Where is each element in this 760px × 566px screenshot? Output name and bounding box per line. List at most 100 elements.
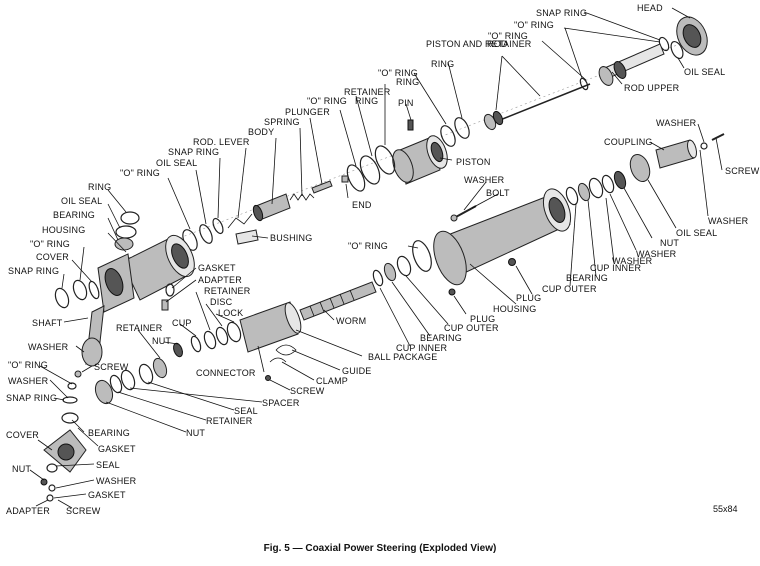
label-ring-1: RING (431, 59, 454, 69)
part-labels: HEAD SNAP RING "O" RING "O" RING OIL SEA… (6, 3, 760, 516)
label-pin: PIN (398, 98, 414, 108)
oil-seal-top-part (670, 40, 684, 60)
label-retainer-ring: RETAINER (344, 87, 391, 97)
bearing-2-part (383, 262, 397, 282)
label-washer-b: WASHER (96, 476, 137, 486)
cup-outer-2-part (396, 255, 412, 277)
cover-b-part (43, 429, 87, 473)
label-o-ring-r: "O" RING (348, 241, 388, 251)
label-washer-2: WASHER (8, 376, 49, 386)
ring-left-part (120, 211, 140, 225)
washer-1-part (74, 370, 82, 378)
leader-lines (29, 7, 723, 509)
body-part (252, 193, 291, 222)
label-nut-r: NUT (660, 238, 679, 248)
label-nut-2: NUT (186, 428, 205, 438)
label-ball-package: BALL PACKAGE (368, 352, 437, 362)
oil-seal-r-part (629, 153, 651, 183)
label-nut-b: NUT (12, 464, 31, 474)
label-bearing-b: BEARING (88, 428, 130, 438)
housing-left-part (97, 234, 195, 313)
label-bearing-2: BEARING (420, 333, 462, 343)
cover-left-part (88, 280, 100, 300)
label-housing-left: HOUSING (42, 225, 85, 235)
label-spring: SPRING (264, 117, 300, 127)
gasket-b2-part (46, 494, 54, 502)
retainer-3-part (152, 357, 168, 379)
snap-ring-left-part (54, 287, 70, 309)
label-plug-2: PLUG (470, 314, 495, 324)
rod-part (499, 83, 591, 121)
label-o-ring-3: "O" RING (307, 96, 347, 106)
snap-ring-3-part (62, 396, 78, 404)
housing-right-part (433, 188, 572, 286)
label-cup-1: CUP (172, 318, 192, 328)
label-cover-b: COVER (6, 430, 39, 440)
bearing-r-part (577, 182, 591, 202)
label-washer-r: WASHER (708, 216, 749, 226)
label-o-ring-rod: "O" RING (488, 31, 528, 41)
plug-2-part (448, 288, 456, 296)
label-rod-lever: ROD. LEVER (193, 137, 250, 147)
washer-2-part (67, 382, 77, 390)
label-screw-1: SCREW (94, 362, 129, 372)
label-plunger: PLUNGER (285, 107, 330, 117)
label-seal-1: SEAL (234, 406, 258, 416)
piston-part (392, 135, 448, 185)
label-body: BODY (248, 127, 274, 137)
screw-top-part (711, 133, 725, 141)
label-snap-ring-left: SNAP RING (8, 266, 59, 276)
bushing-part (235, 229, 259, 245)
label-washer-r2: WASHER (636, 249, 677, 259)
o-ring-left-part (72, 279, 88, 301)
o-ring-top-part (579, 77, 589, 91)
label-cover-left: COVER (36, 252, 69, 262)
label-coupling: COUPLING (604, 137, 653, 147)
retainer-2-part (203, 330, 217, 350)
label-worm: WORM (336, 316, 366, 326)
label-screw-2: SCREW (290, 386, 325, 396)
label-screw-top: SCREW (725, 166, 760, 176)
label-piston-and-retainer: PISTON AND RETAINER (426, 39, 532, 49)
label-bolt: BOLT (486, 188, 510, 198)
ring-2-part (440, 125, 456, 147)
label-bearing-left: BEARING (53, 210, 95, 220)
snap-ring-2-part (212, 217, 224, 235)
figure-code: 55x84 (713, 504, 738, 514)
label-cup-outer-2: CUP OUTER (444, 323, 499, 333)
gasket-part (165, 283, 175, 297)
label-oil-seal-r: OIL SEAL (676, 228, 717, 238)
label-oil-seal-left: OIL SEAL (61, 196, 102, 206)
label-cup-inner-r: CUP INNER (590, 263, 641, 273)
label-o-ring-5: "O" RING (8, 360, 48, 370)
label-bushing: BUSHING (270, 233, 312, 243)
label-washer-top: WASHER (656, 118, 697, 128)
label-o-ring-2: "O" RING (378, 68, 418, 78)
label-connector: CONNECTOR (196, 368, 256, 378)
label-spacer: SPACER (262, 398, 300, 408)
label-housing-r: HOUSING (493, 304, 536, 314)
label-seal-b: SEAL (96, 460, 120, 470)
nut-1-part (173, 342, 183, 358)
plug-1-part (508, 258, 516, 266)
rod-lever-part (227, 213, 253, 229)
label-bearing-r: BEARING (566, 273, 608, 283)
label-snap-ring-3: SNAP RING (6, 393, 57, 403)
end-part (341, 175, 349, 183)
label-guide: GUIDE (342, 366, 372, 376)
label-adapter-b: ADAPTER (6, 506, 50, 516)
label-gasket-b2: GASKET (88, 490, 126, 500)
label-cup-outer-r: CUP OUTER (542, 284, 597, 294)
label-washer-bolt: WASHER (464, 175, 505, 185)
spacer-part (120, 369, 136, 391)
label-ring-3: RING (355, 96, 378, 106)
o-ring-3-part (359, 155, 381, 185)
adapter-part (161, 299, 169, 311)
label-head: HEAD (637, 3, 663, 13)
bearing-b-part (61, 412, 79, 424)
cup-inner-2-part (372, 269, 384, 287)
label-snap-ring-top: SNAP RING (536, 8, 587, 18)
label-adapter: ADAPTER (198, 275, 242, 285)
plunger-part (311, 180, 333, 194)
shaft-part (81, 305, 105, 367)
